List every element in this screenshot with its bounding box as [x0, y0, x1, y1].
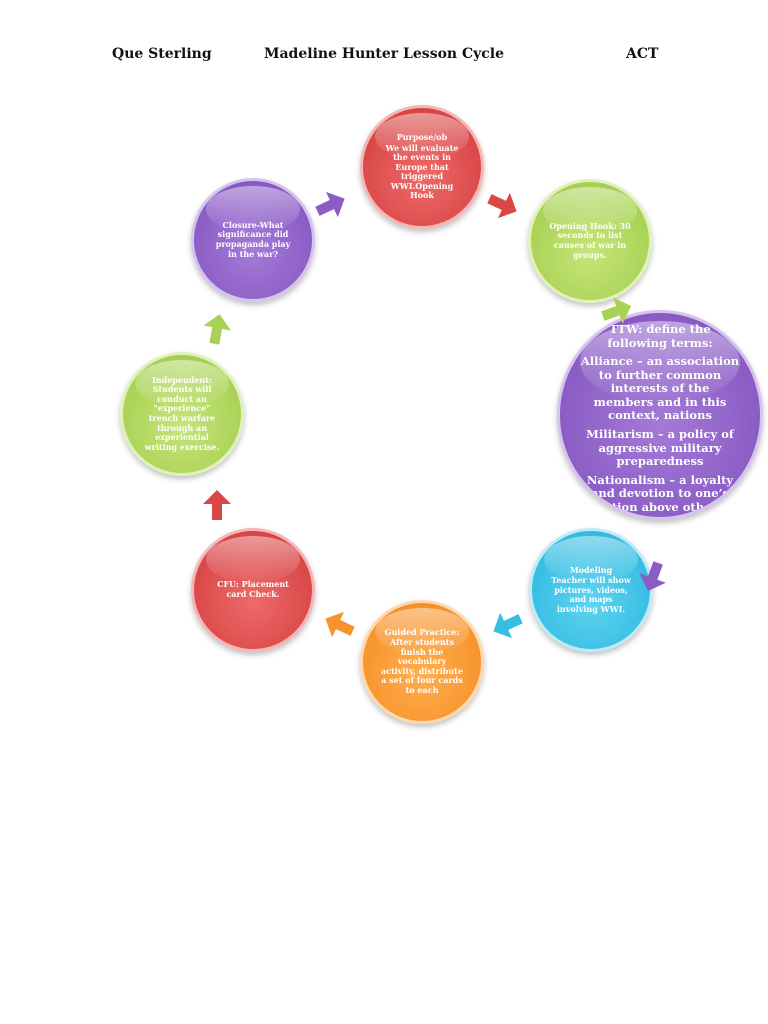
author-name: Que Sterling: [112, 46, 212, 62]
purpose-node: Purpose/ob We will evaluate the events i…: [360, 105, 484, 229]
guided-practice-text: Guided Practice: After students finish t…: [381, 627, 463, 695]
purpose-title: Purpose/ob: [396, 131, 448, 142]
nationalism-definition: Nationalism – a loyalty and devotion to …: [586, 472, 734, 514]
arrow-purpose-to-hook: [487, 192, 517, 219]
arrow-independent-to-closure: [203, 314, 231, 345]
modeling-title: Modeling: [569, 564, 613, 575]
guided-practice-node: Guided Practice: After students finish t…: [360, 600, 484, 724]
independent-practice-text: Independent: Students will conduct an "e…: [144, 374, 220, 452]
arrow-ttw-to-modeling: [639, 561, 666, 592]
closure-text: Closure-What significance did propaganda…: [215, 219, 291, 259]
purpose-text: We will evaluate the events in Europe th…: [385, 142, 459, 201]
opening-hook-node: Opening Hook: 30 seconds to list causes …: [528, 179, 652, 303]
cfu-text: CFU: Placement card Check.: [217, 579, 289, 599]
modeling-node: Modeling Teacher will show pictures, vid…: [529, 528, 653, 652]
modeling-text: Teacher will show pictures, videos, and …: [551, 575, 631, 614]
alliance-definition: Alliance – an association to further com…: [580, 354, 740, 423]
militarism-definition: Militarism – a policy of aggressive mili…: [586, 426, 734, 469]
ttw-intro: TTW: define the following terms:: [607, 322, 713, 350]
closure-node: Closure-What significance did propaganda…: [191, 178, 315, 302]
independent-practice-node: Independent: Students will conduct an "e…: [120, 352, 244, 476]
arrow-guided-to-cfu: [325, 611, 355, 638]
arrow-cfu-to-independent: [203, 490, 231, 520]
opening-hook-text: Opening Hook: 30 seconds to list causes …: [549, 220, 631, 260]
page-title: Madeline Hunter Lesson Cycle: [263, 46, 504, 62]
cfu-node: CFU: Placement card Check.: [191, 528, 315, 652]
ttw-definitions-node: TTW: define the following terms: Allianc…: [557, 310, 763, 520]
arrow-closure-to-purpose: [315, 191, 345, 218]
arrow-modeling-to-guided: [493, 612, 523, 639]
header-right-label: ACT: [626, 46, 659, 62]
arrow-hook-to-ttw: [601, 297, 632, 324]
